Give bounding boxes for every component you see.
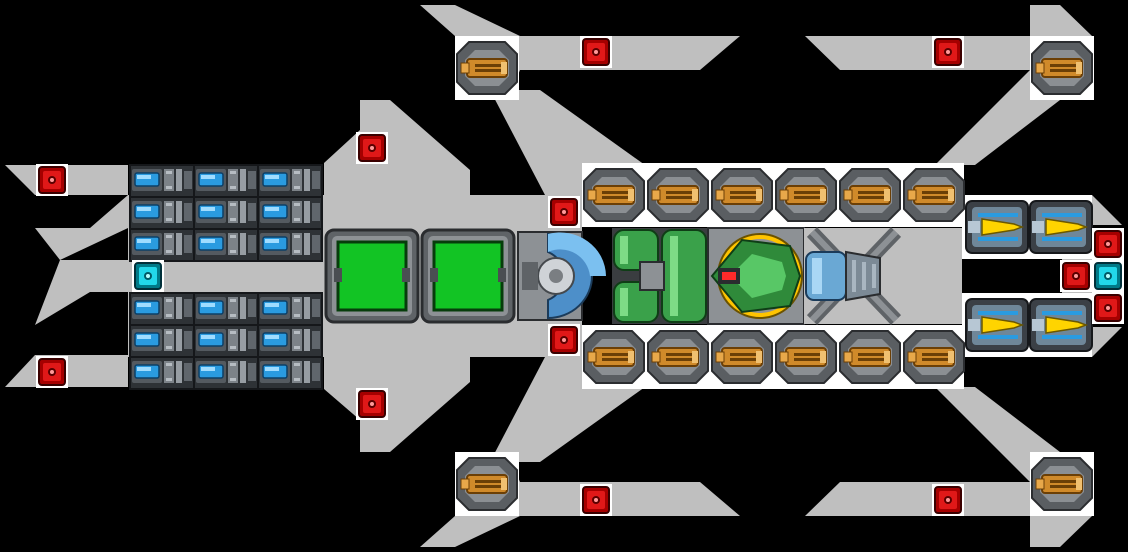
orange-turret-icon[interactable] (839, 330, 901, 384)
battery-cell-icon[interactable] (257, 356, 323, 390)
red-thruster-icon[interactable] (1091, 227, 1125, 261)
battery-cell-icon[interactable] (129, 164, 195, 198)
battery-cell-icon[interactable] (257, 196, 323, 230)
battery-cell-icon[interactable] (129, 324, 195, 358)
cargo-container-icon[interactable] (324, 228, 420, 324)
orange-turret-icon[interactable] (903, 168, 965, 222)
red-thruster-icon[interactable] (355, 387, 389, 421)
orange-turret-icon[interactable] (456, 457, 518, 511)
red-thruster-icon[interactable] (35, 163, 69, 197)
drill-icon[interactable] (1029, 200, 1093, 254)
red-thruster-icon[interactable] (35, 355, 69, 389)
drill-icon[interactable] (965, 200, 1029, 254)
battery-cell-icon[interactable] (129, 356, 195, 390)
orange-turret-icon[interactable] (583, 168, 645, 222)
orange-turret-icon[interactable] (647, 330, 709, 384)
orange-turret-icon[interactable] (903, 330, 965, 384)
orange-turret-icon[interactable] (1031, 41, 1093, 95)
battery-cell-icon[interactable] (129, 228, 195, 262)
orange-turret-icon[interactable] (775, 168, 837, 222)
orange-turret-icon[interactable] (583, 330, 645, 384)
battery-cell-icon[interactable] (129, 196, 195, 230)
orange-turret-icon[interactable] (456, 41, 518, 95)
ai-core-icon[interactable] (707, 227, 805, 325)
drill-icon[interactable] (1029, 298, 1093, 352)
battery-cell-icon[interactable] (129, 292, 195, 326)
battery-cell-icon[interactable] (193, 292, 259, 326)
cargo-container-icon[interactable] (420, 228, 516, 324)
red-thruster-icon[interactable] (931, 35, 965, 69)
red-thruster-icon[interactable] (547, 323, 581, 357)
orange-turret-icon[interactable] (711, 168, 773, 222)
red-thruster-icon[interactable] (1059, 259, 1093, 293)
battery-cell-icon[interactable] (257, 228, 323, 262)
red-thruster-icon[interactable] (547, 195, 581, 229)
drill-icon[interactable] (965, 298, 1029, 352)
engine-core-icon[interactable] (804, 227, 902, 325)
cockpit-icon[interactable] (517, 231, 606, 321)
orange-turret-icon[interactable] (1031, 457, 1093, 511)
battery-cell-icon[interactable] (257, 164, 323, 198)
battery-cell-icon[interactable] (193, 356, 259, 390)
red-thruster-icon[interactable] (355, 131, 389, 165)
cyan-thruster-icon[interactable] (1091, 259, 1125, 293)
battery-cell-icon[interactable] (193, 228, 259, 262)
reactor-icon[interactable] (612, 228, 708, 324)
battery-cell-icon[interactable] (193, 196, 259, 230)
red-thruster-icon[interactable] (931, 483, 965, 517)
orange-turret-icon[interactable] (839, 168, 901, 222)
battery-cell-icon[interactable] (257, 324, 323, 358)
battery-cell-icon[interactable] (257, 292, 323, 326)
orange-turret-icon[interactable] (775, 330, 837, 384)
orange-turret-icon[interactable] (647, 168, 709, 222)
orange-turret-icon[interactable] (711, 330, 773, 384)
cyan-thruster-icon[interactable] (131, 259, 165, 293)
red-thruster-icon[interactable] (579, 483, 613, 517)
red-thruster-icon[interactable] (1091, 291, 1125, 325)
red-thruster-icon[interactable] (579, 35, 613, 69)
battery-cell-icon[interactable] (193, 164, 259, 198)
battery-cell-icon[interactable] (193, 324, 259, 358)
